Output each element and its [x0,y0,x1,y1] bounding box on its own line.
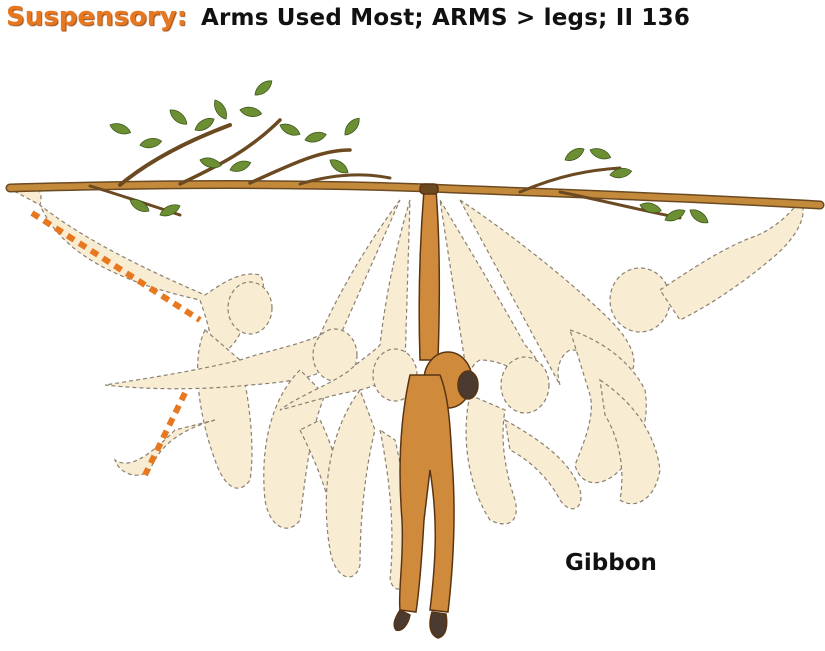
gibbon-figure [393,183,479,639]
brachiation-illustration [5,77,825,639]
ghost-gibbon-5 [459,198,804,505]
gibbon-label: Gibbon [565,550,657,576]
ghost-gibbon-1 [10,184,273,489]
title-description: Arms Used Most; ARMS > legs; II 136 [200,5,691,31]
motion-sequence-ghosts [10,184,804,590]
arm-highlight-dashes [30,210,202,477]
slide-title: Suspensory: Arms Used Most; ARMS > legs;… [6,2,690,42]
ghost-gibbon-4 [439,199,582,525]
title-keyword: Suspensory: [6,2,187,32]
